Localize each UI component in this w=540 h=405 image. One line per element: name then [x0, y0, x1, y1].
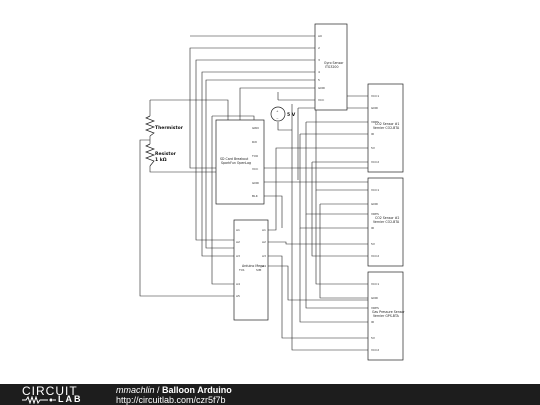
svg-text:ID: ID: [371, 226, 375, 230]
gyro-sensor: A0 2 3 4 5 GND VCC Gyro Sensor ITG3200: [314, 23, 348, 111]
svg-text:5V: 5V: [371, 336, 376, 340]
svg-text:GND: GND: [252, 181, 260, 185]
svg-text:A5: A5: [236, 294, 240, 298]
arduino-mega: A1 A2 A3 A4 A5 A1 A2 A3 A4 Arduino Mega …: [233, 219, 269, 321]
svg-text:VCC: VCC: [318, 98, 324, 102]
svg-text:RXI: RXI: [252, 140, 257, 144]
sd-card-breakout: GRN RXI TXO VCC GND BLK SD Card Breakout…: [215, 119, 265, 205]
svg-text:GND: GND: [371, 296, 379, 300]
sd-label: SD Card Breakout: [220, 157, 249, 161]
svg-text:VCC1: VCC1: [371, 94, 379, 98]
svg-text:VCC: VCC: [252, 167, 258, 171]
svg-text:GND: GND: [371, 106, 379, 110]
circuit-url-link[interactable]: http://circuitlab.com/czr5f7b: [116, 395, 226, 405]
co2-sensor-2: VCC1 GND VRES ID 5V VCC2 CO2 Sensor #2 V…: [367, 177, 404, 267]
wires: [139, 35, 368, 351]
svg-text:A4: A4: [236, 282, 240, 286]
svg-text:5V: 5V: [371, 146, 376, 150]
co2-sensor-1: VCC1 GND VRES ID 5V VCC2 CO2 Sensor #1 V…: [367, 83, 404, 173]
resistor-value: 1 kΩ: [155, 157, 167, 163]
svg-text:5V: 5V: [371, 242, 376, 246]
supply-label: 5 V: [287, 112, 296, 118]
svg-text:TXO: TXO: [251, 154, 259, 158]
voltage-source: + − 5 V: [270, 106, 296, 122]
svg-text:VCC2: VCC2: [371, 348, 379, 352]
logo-text-top: CIRCUIT: [22, 384, 78, 398]
svg-text:VRES: VRES: [371, 212, 379, 216]
arduino-label: Arduino Mega: [242, 264, 264, 268]
svg-text:ID: ID: [371, 320, 375, 324]
svg-text:A2: A2: [262, 240, 266, 244]
byline: mmachlin / Balloon Arduino: [116, 385, 232, 395]
svg-text:+: +: [276, 109, 279, 113]
svg-text:3: 3: [318, 58, 320, 62]
svg-text:A4: A4: [262, 264, 266, 268]
svg-text:A2: A2: [236, 240, 240, 244]
circuitlab-logo: CIRCUIT LAB: [22, 385, 102, 404]
waveform-icon: [22, 396, 56, 404]
svg-text:GND: GND: [318, 86, 326, 90]
svg-text:GND: GND: [371, 202, 379, 206]
svg-text:−: −: [276, 116, 279, 120]
schematic-canvas: A0 2 3 4 5 GND VCC Gyro Sensor ITG3200 +…: [139, 23, 405, 361]
svg-text:GRN: GRN: [252, 126, 259, 130]
co2-sensor-1-label: CO2 Sensor #1: [375, 122, 399, 126]
svg-text:VCC1: VCC1: [371, 188, 379, 192]
thermistor-label: Thermistor: [155, 125, 184, 131]
svg-text:A3: A3: [262, 254, 266, 258]
co2-sensor-1-part: Vernier CO2-BTA: [373, 126, 400, 130]
co2-sensor-2-label: CO2 Sensor #2: [375, 216, 399, 220]
sd-part: SparkFun OpenLog: [221, 161, 251, 165]
footer-bar: CIRCUIT LAB mmachlin / Balloon Arduino h…: [0, 384, 540, 405]
svg-text:BLK: BLK: [252, 194, 259, 198]
resistor-label: Resistor: [155, 151, 177, 157]
svg-text:VCC2: VCC2: [371, 254, 379, 258]
svg-text:A3: A3: [236, 254, 240, 258]
author-name[interactable]: mmachlin: [116, 385, 155, 395]
gyro-label: Gyro Sensor: [324, 61, 344, 65]
gas-pressure-sensor-label: Gas Pressure Sensor: [372, 310, 405, 314]
logo-text-bottom: LAB: [58, 394, 83, 404]
gas-pressure-sensor: VCC1 GND VRES ID 5V VCC2 Gas Pressure Se…: [367, 271, 405, 361]
svg-text:VRES: VRES: [371, 120, 379, 124]
svg-text:SIM: SIM: [256, 268, 262, 272]
svg-text:A1: A1: [236, 228, 240, 232]
co2-sensor-2-part: Vernier CO2-BTA: [373, 220, 400, 224]
svg-text:2: 2: [318, 46, 320, 50]
svg-text:ID: ID: [371, 132, 375, 136]
svg-text:A1: A1: [262, 228, 266, 232]
svg-text:VRES: VRES: [371, 306, 379, 310]
svg-text:VCC1: VCC1: [371, 282, 379, 286]
thermistor: Thermistor: [145, 115, 184, 137]
svg-text:TX1: TX1: [238, 268, 245, 272]
svg-text:5: 5: [318, 78, 320, 82]
byline-separator: /: [154, 385, 163, 395]
gyro-part: ITG3200: [325, 65, 339, 69]
resistor: Resistor 1 kΩ: [145, 143, 177, 167]
gas-pressure-sensor-part: Vernier GPS-BTA: [373, 314, 400, 318]
circuit-title: Balloon Arduino: [162, 385, 232, 395]
svg-text:VCC2: VCC2: [371, 160, 379, 164]
svg-text:4: 4: [318, 70, 320, 74]
svg-text:A0: A0: [318, 34, 322, 38]
